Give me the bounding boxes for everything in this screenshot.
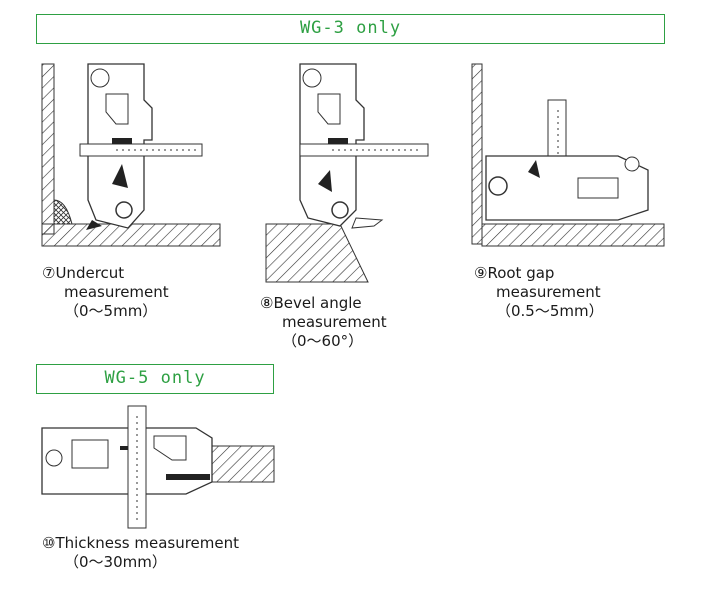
caption-thickness: ⑩Thickness measurement （0～30mm） [42, 534, 240, 571]
caption-undercut: ⑦Undercut measurement （0～5mm） [42, 264, 169, 320]
undercut-diagram [41, 63, 221, 247]
caption-bevel-angle: ⑧Bevel angle measurement （0～60°） [260, 294, 387, 350]
caption-root-gap: ⑨Root gap measurement （0.5～5mm） [474, 264, 604, 320]
root-gap-diagram [471, 63, 665, 247]
wg5-only-banner: WG-5 only [36, 364, 274, 394]
thickness-diagram [41, 405, 275, 529]
bevel-angle-diagram [265, 63, 429, 283]
wg3-only-banner: WG-3 only [36, 14, 665, 44]
